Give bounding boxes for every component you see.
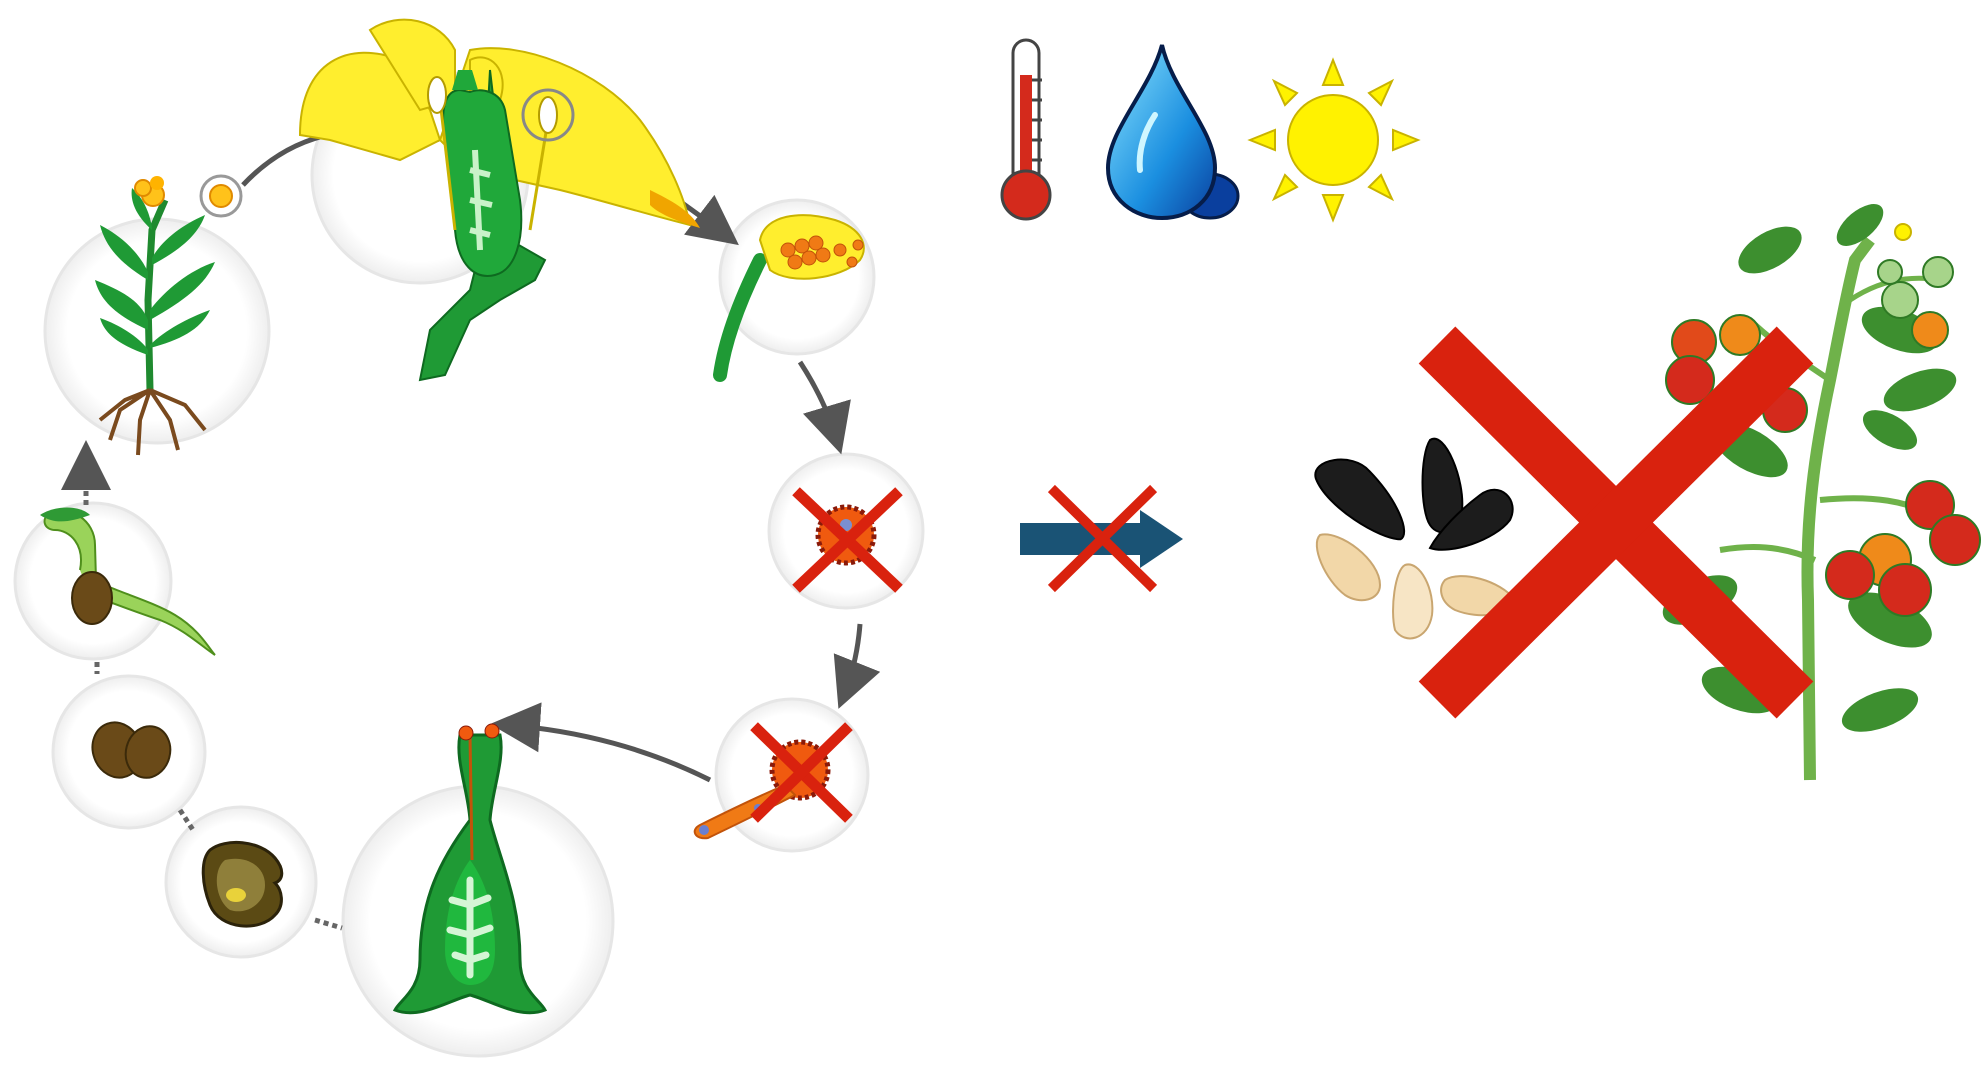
tomato-plant-icon [1655,196,1980,780]
arrow-stamen-to-pollen [800,362,837,440]
water-drop-icon [1108,45,1238,218]
sun-icon [1250,60,1418,220]
arrow-tube-to-pistil [505,725,710,780]
thermometer-icon [1002,40,1050,219]
sunflower-seeds-icon [1311,439,1515,639]
arrow-pollen-to-tube [844,624,860,695]
developing-seed-icon [203,842,282,926]
